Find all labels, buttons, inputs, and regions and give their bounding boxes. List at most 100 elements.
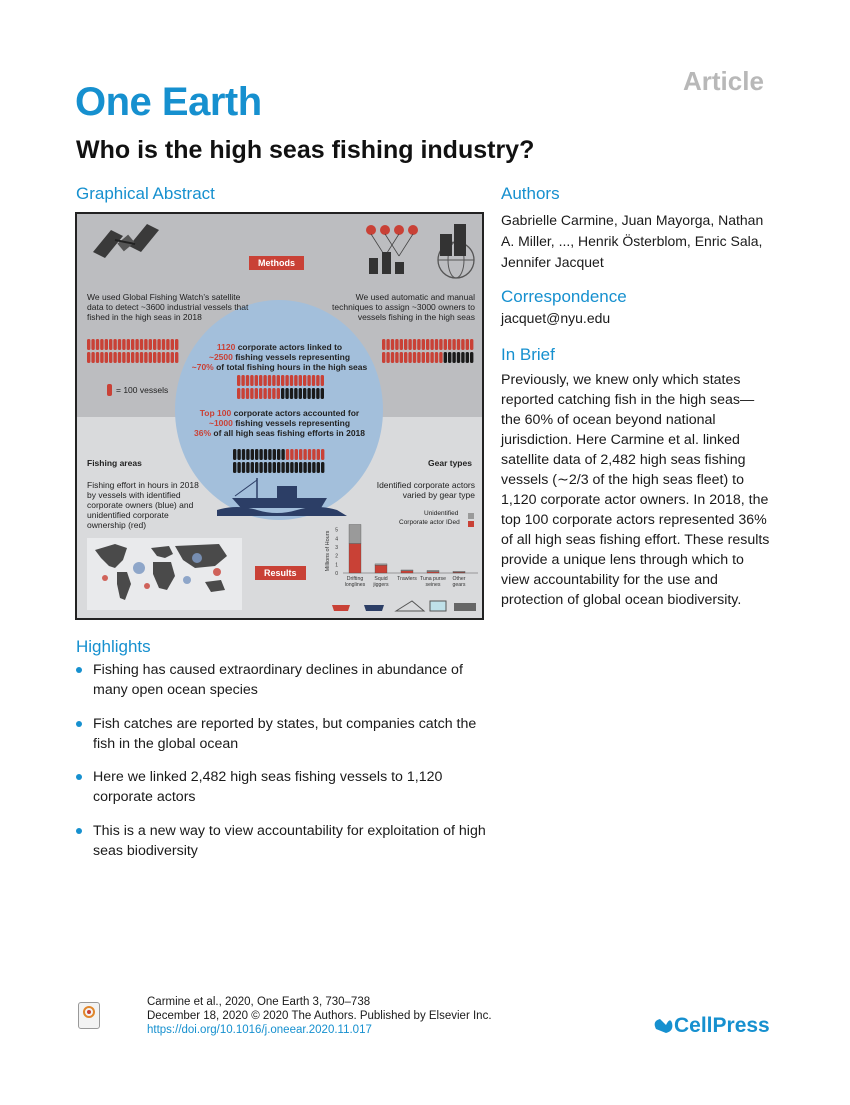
vessel-icon	[439, 339, 443, 350]
correspondence-email[interactable]: jacquet@nyu.edu	[501, 310, 611, 326]
vessel-icon	[461, 339, 465, 350]
vessel-icon	[241, 449, 246, 460]
vessel-icon	[109, 352, 113, 363]
vessel-icon	[139, 352, 144, 363]
vessel-icon	[408, 352, 412, 363]
vessel-icon	[241, 388, 245, 399]
fishing-areas-text: Fishing effort in hours in 2018 by vesse…	[87, 480, 199, 530]
vessel-icon	[299, 449, 303, 460]
vessel-icon	[426, 339, 430, 350]
vessel-icon	[272, 462, 276, 473]
vessel-icon	[255, 462, 259, 473]
vessel-icon	[461, 352, 465, 363]
vessel-icon	[404, 339, 408, 350]
vessel-icon	[263, 388, 267, 399]
x-tick-label: Squid	[374, 576, 387, 582]
vessel-icon	[272, 449, 276, 460]
bullet-icon	[76, 720, 82, 727]
vessel-icon	[237, 449, 241, 460]
y-axis-label: Millions of Hours	[325, 530, 331, 571]
methods-label: Methods	[249, 256, 304, 270]
vessel-icon	[113, 339, 117, 350]
vessel-icon	[294, 462, 298, 473]
vessel-icon	[144, 352, 148, 363]
vessel-icon	[452, 339, 456, 350]
fishing-areas-title: Fishing areas	[87, 458, 142, 468]
highlight-item: Fishing has caused extraordinary decline…	[76, 660, 491, 700]
vessel-icon	[95, 352, 100, 363]
x-tick-label: Drifting	[347, 576, 364, 582]
vessel-icon	[417, 339, 421, 350]
vessel-icon	[426, 352, 430, 363]
vessel-icon	[443, 352, 447, 363]
legend-swatch-unidentified	[468, 513, 474, 519]
vessel-icon	[126, 352, 130, 363]
vessel-icon	[268, 449, 272, 460]
vessel-icon	[250, 375, 254, 386]
vessel-icon	[245, 375, 250, 386]
vessel-icon	[246, 449, 250, 460]
bar-unidentified	[348, 524, 362, 544]
vessel-icon	[109, 339, 113, 350]
bar-corporate-actor-ided	[348, 543, 362, 574]
graphical-abstract-heading: Graphical Abstract	[76, 184, 215, 203]
vessel-icon	[404, 352, 408, 363]
vessel-icon	[153, 339, 157, 350]
vessel-icon	[87, 339, 91, 350]
vessel-icon	[303, 449, 307, 460]
check-for-updates-badge[interactable]	[78, 1002, 100, 1029]
vessel-icon	[294, 449, 298, 460]
vessel-icon	[263, 449, 268, 460]
vessel-icon	[430, 339, 434, 350]
vessel-icon	[390, 339, 395, 350]
vessel-icon	[161, 339, 166, 350]
vessel-icon	[298, 388, 302, 399]
vessel-owner-links-icon	[366, 225, 418, 274]
vessel-icon	[157, 352, 161, 363]
vessel-icon	[281, 375, 285, 386]
vessel-icon	[250, 462, 254, 473]
vessel-icon	[316, 388, 320, 399]
vessel-icon	[395, 352, 399, 363]
vessel-icon	[250, 388, 254, 399]
vessel-icon	[456, 352, 461, 363]
article-type-tag: Article	[683, 66, 764, 96]
vessel-icon	[307, 462, 312, 473]
vessel-icon	[135, 352, 139, 363]
legend-swatch-identified	[468, 521, 474, 527]
vessel-icon	[470, 339, 474, 350]
highlights-list: Fishing has caused extraordinary decline…	[76, 660, 491, 874]
vessel-icon	[113, 352, 117, 363]
vessel-icon	[408, 339, 412, 350]
vessel-icon	[233, 462, 237, 473]
vessel-icon	[122, 352, 126, 363]
vessel-unit-icon	[107, 384, 112, 396]
vessel-icon	[131, 352, 135, 363]
vessel-icon	[272, 388, 276, 399]
vessel-icon	[139, 339, 144, 350]
vessel-icon	[245, 388, 250, 399]
doi-link[interactable]: https://doi.org/10.1016/j.oneear.2020.11…	[147, 1024, 372, 1036]
vessel-icon	[161, 352, 166, 363]
bullet-icon	[76, 827, 82, 834]
vessel-icon	[321, 449, 325, 460]
graphical-abstract: Methods We used Global Fishing Watch’s s…	[75, 212, 484, 620]
vessel-icon	[91, 339, 95, 350]
gear-type-icons	[332, 600, 476, 612]
vessel-icon	[321, 462, 325, 473]
vessel-icon	[303, 462, 307, 473]
vessel-icon	[311, 375, 316, 386]
vessel-icon	[87, 352, 91, 363]
y-tick-label: 1	[335, 562, 338, 568]
center-stat-1: 1120 corporate actors linked to ~2500 fi…	[191, 342, 368, 372]
vessel-icon	[430, 352, 434, 363]
vessel-icon	[259, 375, 263, 386]
vessel-icon	[294, 388, 298, 399]
vessel-icon	[465, 339, 469, 350]
vessel-icon	[95, 339, 100, 350]
vessel-icon	[175, 352, 179, 363]
x-tick-label: Trawlers	[397, 576, 417, 582]
vessel-icon	[434, 339, 439, 350]
vessel-icon	[290, 462, 294, 473]
